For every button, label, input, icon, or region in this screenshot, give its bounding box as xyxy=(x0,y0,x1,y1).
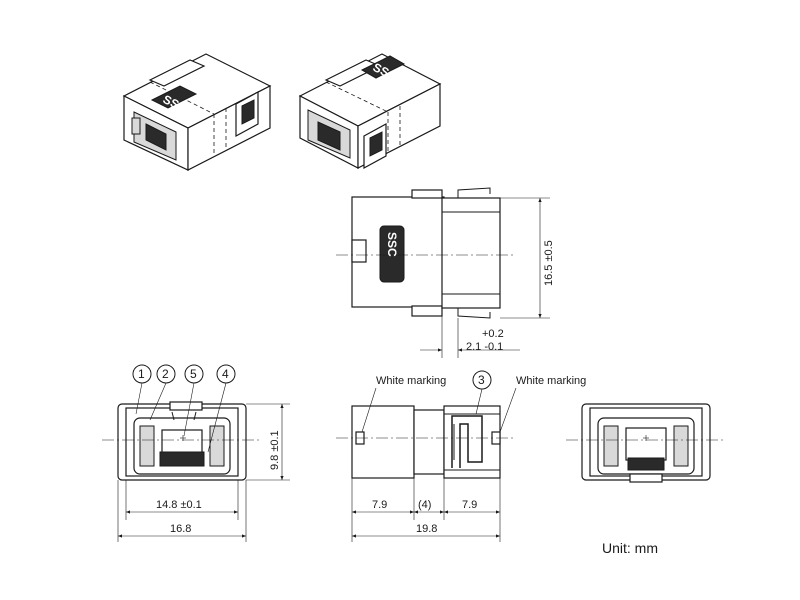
side-view-logo: SSC xyxy=(385,232,399,257)
dim-width-inner: 14.8 ±0.1 xyxy=(156,499,202,511)
front-view-dimensions xyxy=(117,403,290,542)
balloon-1-label: 1 xyxy=(138,367,145,381)
plan-view-dimensions xyxy=(351,474,501,542)
isometric-view-right xyxy=(298,53,442,170)
white-marking-left: White marking xyxy=(376,375,446,387)
rear-view xyxy=(566,403,726,483)
balloon-3-label: 3 xyxy=(478,373,485,387)
balloon-5-label: 5 xyxy=(190,367,197,381)
dim-tol-value: 2.1 -0.1 xyxy=(466,341,503,353)
dim-width-total: 16.8 xyxy=(170,523,191,535)
unit-label: Unit: mm xyxy=(602,540,658,556)
dim-length-total: 19.8 xyxy=(416,523,437,535)
plan-view xyxy=(336,405,516,479)
dim-seg-mid: (4) xyxy=(418,499,431,511)
balloon-group-front xyxy=(132,364,236,453)
side-view-dimensions xyxy=(420,197,550,358)
side-view xyxy=(336,187,516,319)
dim-tol-plus: +0.2 xyxy=(482,328,504,340)
isometric-view-left xyxy=(122,53,272,171)
dim-height-side: 16.5 ±0.5 xyxy=(543,240,555,286)
dim-seg-right: 7.9 xyxy=(462,499,477,511)
balloon-2-label: 2 xyxy=(162,367,169,381)
dim-height-front: 9.8 ±0.1 xyxy=(269,430,281,470)
balloon-4-label: 4 xyxy=(222,367,229,381)
dim-seg-left: 7.9 xyxy=(372,499,387,511)
front-view xyxy=(102,401,260,481)
white-marking-right: White marking xyxy=(516,375,586,387)
plan-view-callouts xyxy=(361,370,517,433)
